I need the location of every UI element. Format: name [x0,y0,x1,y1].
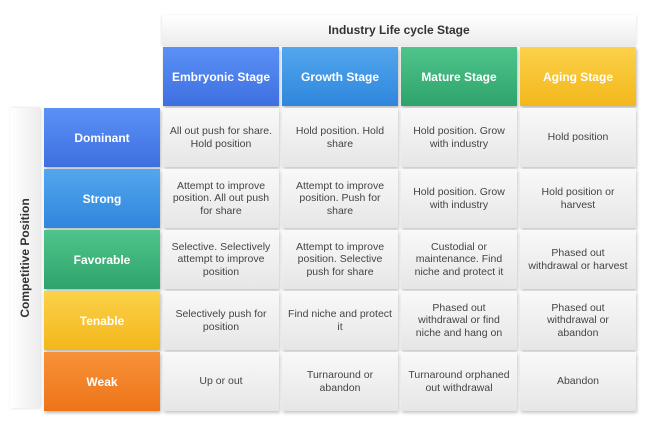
cell-dominant-aging: Hold position [520,108,636,167]
row-header-favorable: Favorable [44,230,160,289]
row-header-weak: Weak [44,352,160,411]
column-header-aging: Aging Stage [520,47,636,106]
cell-tenable-growth: Find niche and protect it [282,291,398,350]
competitive-position-band: Competitive Position [10,108,40,408]
cell-tenable-embryonic: Selectively push for position [163,291,279,350]
cell-favorable-mature: Custodial or maintenance. Find niche and… [401,230,517,289]
column-header-growth: Growth Stage [282,47,398,106]
row-header-tenable: Tenable [44,291,160,350]
column-header-mature: Mature Stage [401,47,517,106]
cell-weak-aging: Abandon [520,352,636,411]
cell-tenable-aging: Phased out withdrawal or abandon [520,291,636,350]
matrix-corner [44,47,160,106]
cell-weak-mature: Turnaround orphaned out withdrawal [401,352,517,411]
cell-weak-embryonic: Up or out [163,352,279,411]
cell-strong-embryonic: Attempt to improve position. All out pus… [163,169,279,228]
cell-dominant-embryonic: All out push for share. Hold position [163,108,279,167]
cell-favorable-aging: Phased out withdrawal or harvest [520,230,636,289]
cell-strong-mature: Hold position. Grow with industry [401,169,517,228]
competitive-position-label: Competitive Position [18,198,32,318]
cell-weak-growth: Turnaround or abandon [282,352,398,411]
cell-strong-growth: Attempt to improve position. Push for sh… [282,169,398,228]
industry-stage-header: Industry Life cycle Stage [162,15,636,45]
cell-favorable-embryonic: Selective. Selectively attempt to improv… [163,230,279,289]
strategy-matrix: Embryonic Stage Growth Stage Mature Stag… [44,47,636,411]
row-header-dominant: Dominant [44,108,160,167]
cell-tenable-mature: Phased out withdrawal or find niche and … [401,291,517,350]
cell-favorable-growth: Attempt to improve position. Selective p… [282,230,398,289]
row-header-strong: Strong [44,169,160,228]
cell-dominant-growth: Hold position. Hold share [282,108,398,167]
column-header-embryonic: Embryonic Stage [163,47,279,106]
cell-strong-aging: Hold position or harvest [520,169,636,228]
cell-dominant-mature: Hold position. Grow with industry [401,108,517,167]
